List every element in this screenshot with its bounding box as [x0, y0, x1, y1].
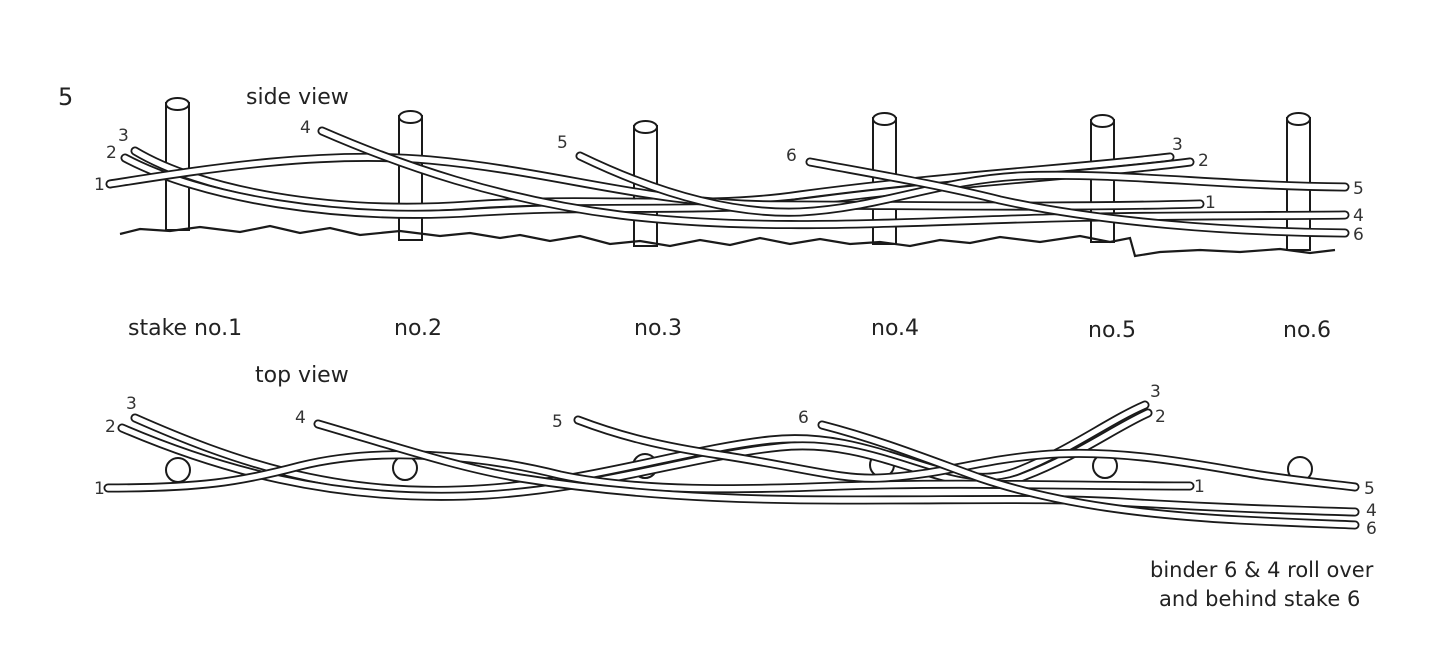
top-rod-end-1: 1 — [1194, 477, 1205, 497]
side-view — [105, 97, 1350, 258]
stake-label-4: no.4 — [871, 316, 919, 341]
side-rod-label-3: 3 — [118, 126, 129, 146]
side-rod-label-6: 6 — [786, 146, 797, 166]
side-rod-tail-5: 5 — [1353, 179, 1364, 199]
top-rod-label-1: 1 — [94, 479, 105, 499]
stake-label-3: no.3 — [634, 316, 682, 341]
top-rod-tail-6: 6 — [1366, 519, 1377, 539]
top-stake-2 — [392, 455, 418, 481]
top-rod-tail-5: 5 — [1364, 479, 1375, 499]
note-line-1: binder 6 & 4 roll over — [1150, 558, 1374, 582]
top-rod-label-5: 5 — [552, 412, 563, 432]
side-rod-tail-6: 6 — [1353, 225, 1364, 245]
top-rods — [103, 400, 1360, 530]
side-rod-label-1: 1 — [94, 175, 105, 195]
side-rod-end-1: 1 — [1205, 193, 1216, 213]
side-rod-label-4: 4 — [300, 118, 311, 138]
stake-label-2: no.2 — [394, 316, 442, 341]
side-ground-line — [119, 224, 1336, 258]
side-rod-label-2: 2 — [106, 143, 117, 163]
top-view-title: top view — [255, 363, 349, 388]
top-rod-end-2: 2 — [1155, 407, 1166, 427]
side-rods — [105, 126, 1350, 238]
top-view — [103, 400, 1360, 530]
note-line-2: and behind stake 6 — [1159, 587, 1360, 611]
top-rod-end-3: 3 — [1150, 382, 1161, 402]
stake-label-6: no.6 — [1283, 318, 1331, 343]
top-rod-label-6: 6 — [798, 408, 809, 428]
side-rod-label-5: 5 — [557, 133, 568, 153]
top-stake-1 — [165, 457, 191, 483]
top-rod-label-2: 2 — [105, 417, 116, 437]
top-rod-label-4: 4 — [295, 408, 306, 428]
side-stake-2 — [398, 110, 423, 241]
stake-label-1: stake no.1 — [128, 316, 242, 341]
side-rod-end-2: 2 — [1198, 151, 1209, 171]
top-rod-tail-4: 4 — [1366, 501, 1377, 521]
top-rod-label-3: 3 — [126, 394, 137, 414]
figure-number: 5 — [58, 83, 73, 111]
stake-label-5: no.5 — [1088, 318, 1136, 343]
side-rod-tail-4: 4 — [1353, 206, 1364, 226]
side-rod-end-3: 3 — [1172, 135, 1183, 155]
side-view-title: side view — [246, 85, 349, 110]
